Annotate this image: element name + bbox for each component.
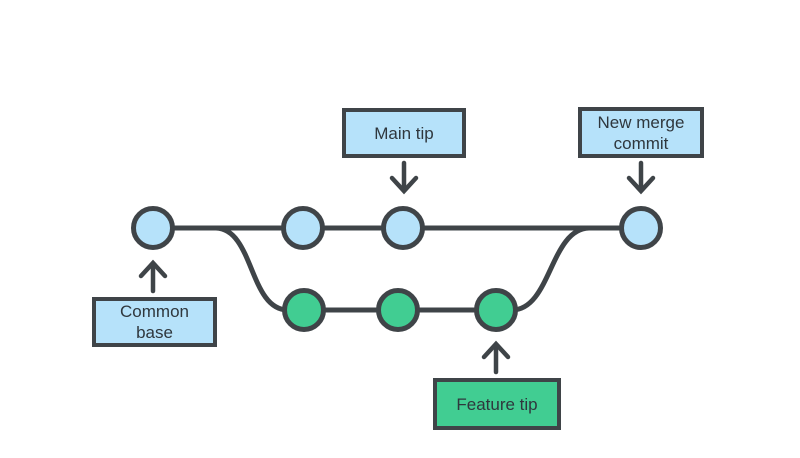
arrow-down-main-tip-icon [389, 160, 419, 195]
new-merge-commit-label: New merge commit [578, 107, 704, 158]
new-merge-commit-label-text: New merge commit [597, 112, 685, 153]
feature-tip-label-text: Feature tip [456, 394, 538, 414]
main-tip-label: Main tip [342, 108, 466, 158]
main-tip-label-text: Main tip [374, 123, 434, 143]
commit-new-merge [619, 206, 663, 250]
arrow-up-common-base-icon [138, 259, 168, 294]
commit-feature-1 [282, 288, 326, 332]
commit-common-base [131, 206, 175, 250]
feature-tip-label: Feature tip [433, 378, 561, 430]
arrow-down-new-merge-commit-icon [626, 160, 656, 195]
commit-main-tip [381, 206, 425, 250]
common-base-label: Common base [92, 297, 217, 347]
common-base-label-text: Common base [120, 302, 189, 342]
commit-feature-2 [376, 288, 420, 332]
arrow-up-feature-tip-icon [481, 340, 511, 375]
commit-main-1 [281, 206, 325, 250]
commit-feature-tip [474, 288, 518, 332]
